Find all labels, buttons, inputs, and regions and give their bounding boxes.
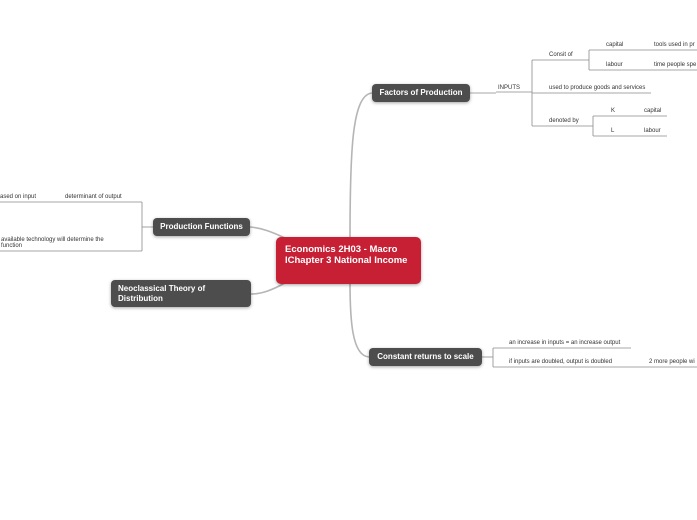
label-inputs[interactable]: INPUTS — [498, 85, 521, 91]
label-consist-of[interactable]: Consit of — [549, 52, 573, 58]
link-central-to-production — [249, 226, 286, 239]
topic-title: Factors of Production — [379, 88, 463, 97]
label-used-for[interactable]: used to produce goods and services — [549, 85, 646, 91]
label-capital-desc[interactable]: tools used in pr — [654, 42, 695, 48]
label-technology-line-1[interactable]: available technology will determine the — [1, 237, 104, 243]
label-l[interactable]: L — [611, 128, 615, 134]
topic-factors-of-production[interactable]: Factors of Production — [372, 84, 470, 102]
label-more-people[interactable]: 2 more people wi — [649, 359, 695, 365]
label-based-on-input[interactable]: ased on input — [0, 194, 37, 200]
topic-neoclassical-theory[interactable]: Neoclassical Theory of Distribution — [111, 280, 251, 307]
topic-title: Constant returns to scale — [377, 352, 474, 361]
label-labour-desc[interactable]: time people spe — [654, 62, 697, 68]
label-increase-inputs[interactable]: an increase in inputs = an increase outp… — [509, 340, 621, 346]
topic-title: Production Functions — [160, 222, 243, 231]
link-central-to-returns — [349, 281, 370, 358]
topic-title: Neoclassical Theory of Distribution — [118, 283, 206, 303]
label-l-meaning[interactable]: labour — [644, 128, 661, 134]
label-k[interactable]: K — [611, 108, 616, 114]
label-labour[interactable]: labour — [606, 62, 623, 68]
label-denoted-by[interactable]: denoted by — [549, 118, 579, 124]
topic-constant-returns[interactable]: Constant returns to scale — [369, 348, 482, 366]
label-determinant-of-output[interactable]: determinant of output — [65, 194, 122, 200]
topic-production-functions[interactable]: Production Functions — [153, 218, 250, 236]
central-topic-title: Economics 2H03 - Macro IChapter 3 Nation… — [285, 244, 408, 266]
label-capital[interactable]: capital — [606, 42, 624, 48]
label-inputs-doubled[interactable]: if inputs are doubled, output is doubled — [509, 359, 613, 365]
link-central-to-neoclassical — [250, 282, 286, 295]
central-topic[interactable]: Economics 2H03 - Macro IChapter 3 Nation… — [276, 237, 421, 284]
link-central-to-factors — [349, 92, 373, 241]
label-technology-line-2[interactable]: function — [1, 243, 23, 249]
label-k-meaning[interactable]: capital — [644, 108, 662, 114]
